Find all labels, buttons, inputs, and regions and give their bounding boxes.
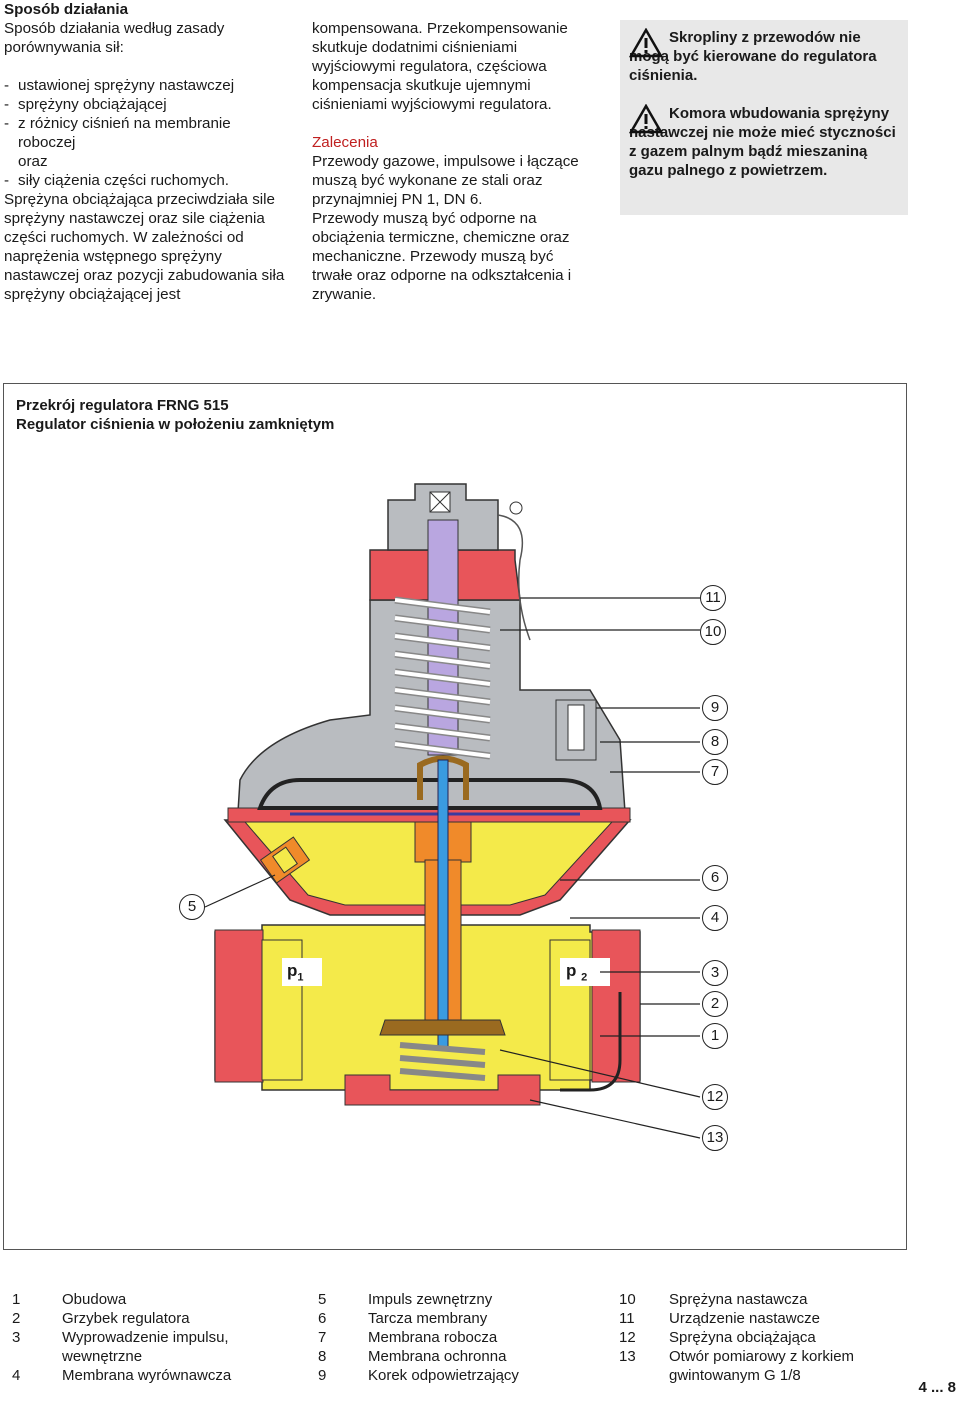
callout-12: 12 [702, 1084, 728, 1110]
callout-4: 4 [702, 905, 728, 931]
list-item: -siły ciążenia części ruchomych. [4, 172, 230, 189]
warning-box: Skropliny z przewodów nie mogą być kiero… [620, 20, 908, 215]
list-conjunction: oraz [18, 153, 48, 170]
figure-box: Przekrój regulatora FRNG 515 Regulator c… [3, 383, 907, 1250]
callout-9: 9 [702, 695, 728, 721]
intro-text: Sposób działania według zasady porównywa… [4, 20, 225, 56]
warning-triangle-icon [629, 28, 663, 58]
figure-title: Przekrój regulatora FRNG 515 Regulator c… [16, 397, 335, 433]
list-item: -sprężyny obciążającej [4, 96, 167, 113]
column-2: kompensowana. Przekompensowanie skutkuje… [312, 19, 594, 304]
callout-2: 2 [702, 991, 728, 1017]
callout-5: 5 [179, 894, 205, 920]
callout-7: 7 [702, 759, 728, 785]
column-1: Sposób działania Sposób działania według… [4, 0, 296, 304]
paragraph: Sprężyna obciążająca przeciwdziała sile … [4, 191, 285, 303]
heading-operation: Sposób działania [4, 1, 129, 18]
list-item: -z różnicy ciśnień na membranie roboczej [4, 115, 231, 151]
warning-triangle-icon [629, 104, 663, 134]
callout-6: 6 [702, 865, 728, 891]
warning-2: Komora wbudowania sprężyny nastawczej ni… [629, 104, 896, 179]
callout-8: 8 [702, 729, 728, 755]
paragraph: Przewody gazowe, impulsowe i łączące mus… [312, 153, 579, 208]
pressure-label-p2: p 2 [566, 961, 588, 984]
callout-1: 1 [702, 1023, 728, 1049]
callout-11: 11 [700, 585, 726, 611]
page-number: 4 ... 8 [918, 1379, 956, 1396]
heading-recommendations: Zalecenia [312, 134, 378, 151]
callout-13: 13 [702, 1125, 728, 1151]
pressure-label-p1: p1 [287, 961, 304, 984]
warning-1: Skropliny z przewodów nie mogą być kiero… [629, 28, 877, 84]
paragraph: Przewody muszą być odporne na obciążenia… [312, 210, 572, 303]
list-item: -ustawionej sprężyny nastawczej [4, 77, 235, 94]
paragraph: kompensowana. Przekompensowanie skutkuje… [312, 20, 568, 113]
callout-10: 10 [700, 619, 726, 645]
callout-3: 3 [702, 960, 728, 986]
